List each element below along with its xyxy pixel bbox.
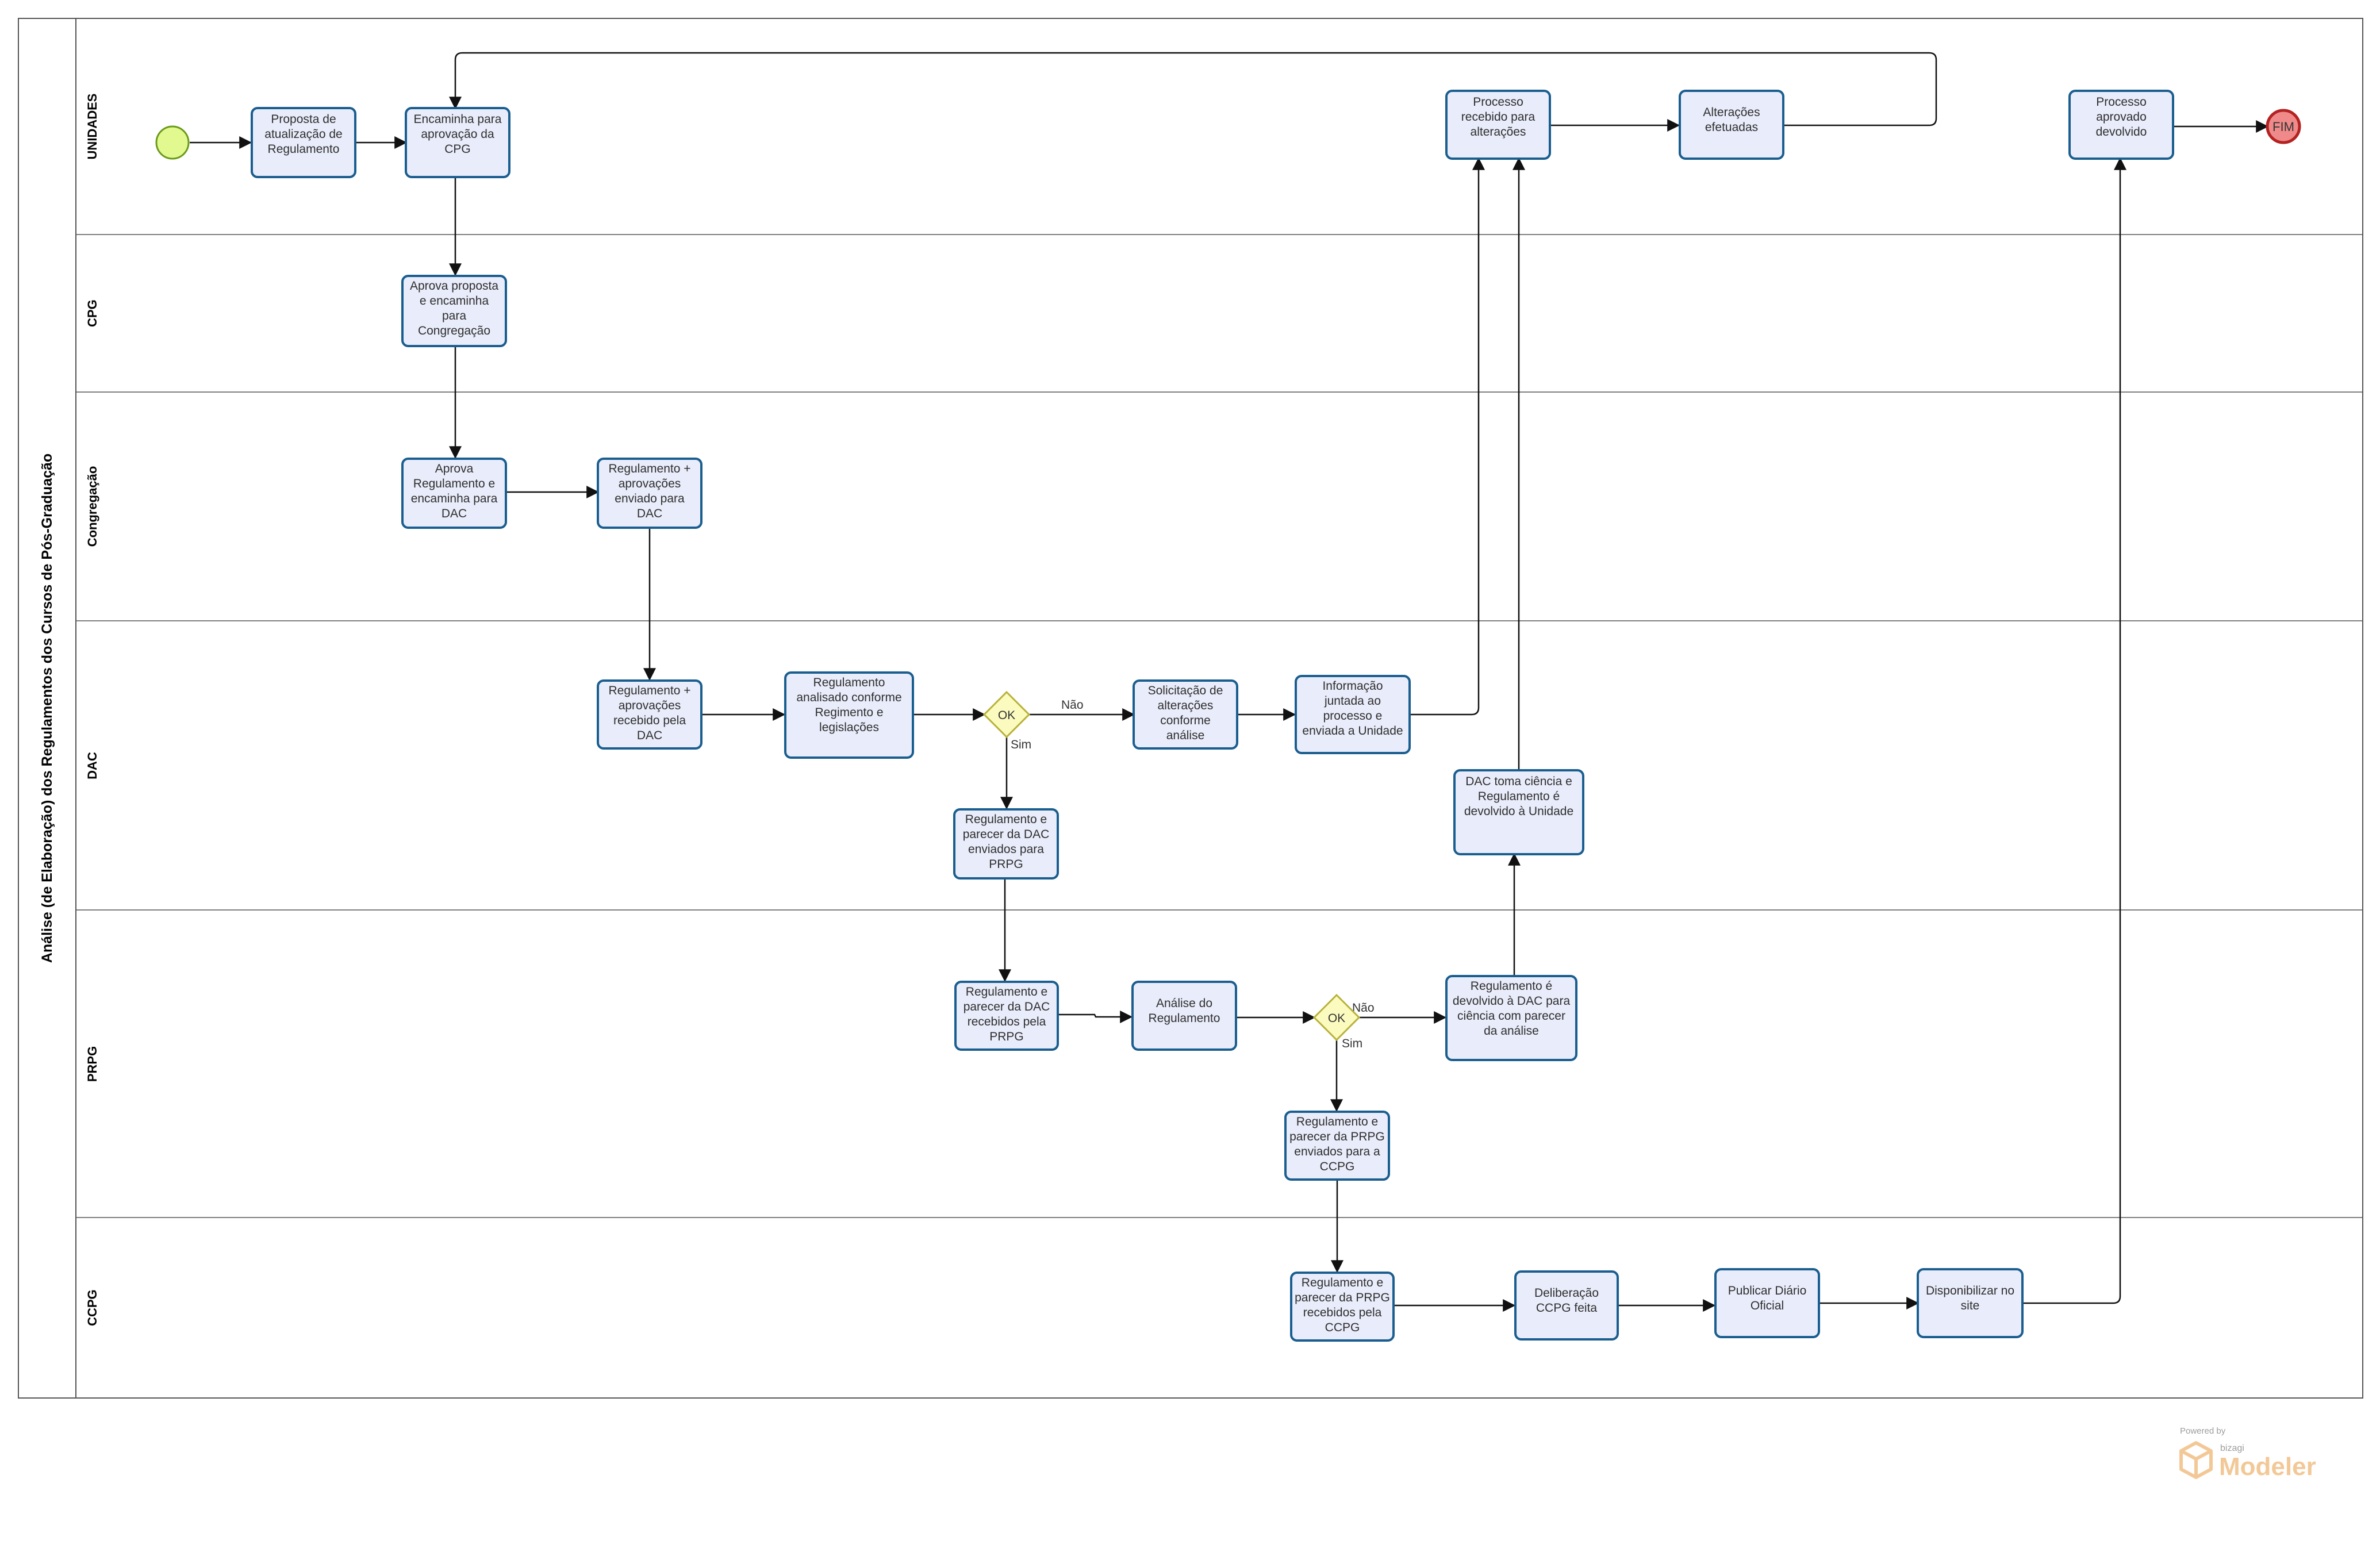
- flow-t15-t16: [1058, 1011, 1133, 1023]
- task-box: [597, 679, 703, 750]
- gateway-ok-dac-label: OK: [998, 709, 1015, 722]
- task-box: [1445, 90, 1551, 160]
- task-box: [597, 458, 703, 529]
- lane-label-ccpg: CCPG: [85, 1289, 99, 1326]
- flow-label-g2-yes: Sim: [1342, 1037, 1362, 1050]
- task-box: [1679, 90, 1784, 160]
- task-box: [1284, 1111, 1390, 1181]
- watermark-brand: bizagi: [2220, 1443, 2244, 1453]
- flow-label-g2-no: Não: [1352, 1001, 1375, 1015]
- start-event[interactable]: [155, 125, 190, 160]
- task-box: [1290, 1272, 1395, 1342]
- flow-t4-t2-loop: [449, 52, 1937, 126]
- lane-label-prpg: PRPG: [85, 1046, 99, 1082]
- gateway-ok-prpg[interactable]: OK: [1312, 993, 1361, 1042]
- sequence-flows: [190, 52, 2269, 1312]
- task-box: [1133, 679, 1238, 750]
- end-event-label: FIM: [2272, 120, 2294, 134]
- flow-label-g1-yes: Sim: [1011, 738, 1031, 751]
- lane-dividers: [76, 234, 2363, 1218]
- task-box: [401, 458, 507, 529]
- bizagi-watermark: Powered by bizagi Modeler: [2179, 1426, 2316, 1481]
- lane-label-cpg: CPG: [85, 299, 99, 327]
- flow-t22-t5: [2022, 157, 2126, 1304]
- task-box: [251, 107, 356, 178]
- task-box: [953, 808, 1059, 879]
- lane-label-unidades: UNIDADES: [85, 94, 99, 160]
- task-box: [1514, 1270, 1619, 1341]
- task-box: [784, 671, 914, 759]
- task-box: [1295, 675, 1411, 754]
- gateway-ok-prpg-label: OK: [1328, 1012, 1345, 1025]
- task-box: [401, 275, 507, 347]
- task-box: [1453, 769, 1584, 855]
- end-event[interactable]: FIM: [2266, 109, 2301, 144]
- task-box: [1445, 975, 1577, 1061]
- task-box: [1714, 1268, 1820, 1338]
- lane-label-dac: DAC: [85, 752, 99, 779]
- task-box: [2068, 90, 2174, 160]
- task-box: [954, 981, 1059, 1051]
- flow-label-g1-no: Não: [1061, 698, 1084, 712]
- task-box: [1131, 981, 1237, 1051]
- flow-t12-t3: [1410, 157, 1485, 716]
- lane-label-congregacao: Congregação: [85, 466, 99, 547]
- task-box: [405, 107, 510, 178]
- gateway-ok-dac[interactable]: OK: [982, 690, 1031, 739]
- pool-title: Análise (de Elaboração) dos Regulamentos…: [39, 454, 55, 963]
- watermark-product: Modeler: [2219, 1453, 2316, 1481]
- watermark-powered: Powered by: [2180, 1426, 2226, 1436]
- task-box: [1917, 1268, 2024, 1338]
- bizagi-logo-icon: [2179, 1441, 2213, 1479]
